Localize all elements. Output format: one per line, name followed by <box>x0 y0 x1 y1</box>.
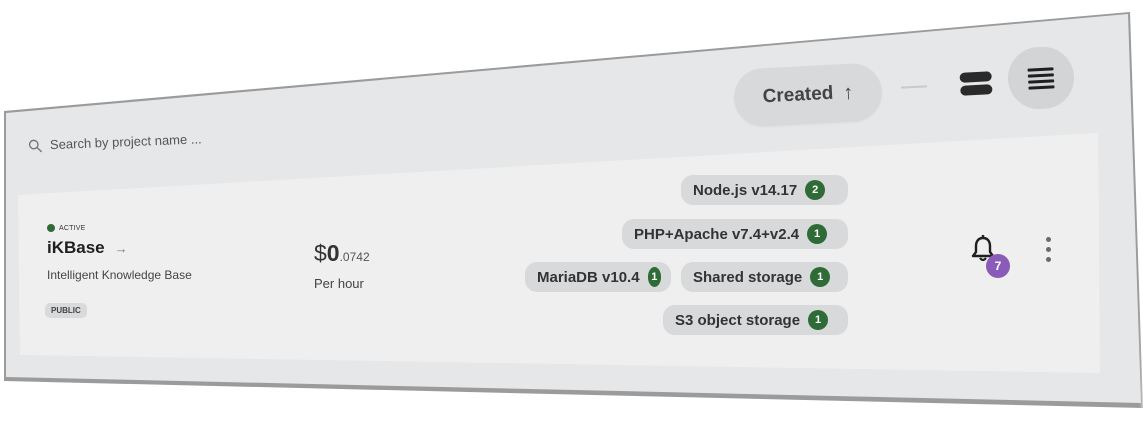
kebab-dot <box>1046 247 1051 252</box>
stack-chip-count: 1 <box>808 310 829 330</box>
status-badge: ACTIVE <box>47 224 85 232</box>
status-dot-icon <box>47 224 55 232</box>
stack-chip-shared-storage[interactable]: Shared storage 1 <box>681 262 848 292</box>
stack-chip-count: 1 <box>810 267 831 287</box>
arrow-right-icon: → <box>114 240 128 256</box>
list-view-icon <box>1027 67 1055 90</box>
compact-view-button[interactable] <box>957 67 995 99</box>
notifications-button[interactable] <box>968 234 998 264</box>
compact-view-icon <box>959 71 992 83</box>
price-fraction: .0742 <box>339 250 370 264</box>
stack-chip-label: MariaDB v10.4 <box>537 268 640 286</box>
search-icon <box>28 138 43 153</box>
stack-chip-mariadb[interactable]: MariaDB v10.4 1 <box>525 262 671 292</box>
project-name-link[interactable]: iKBase → <box>47 238 128 258</box>
stack-chip-nodejs[interactable]: Node.js v14.17 2 <box>681 175 848 205</box>
stack-chip-php-apache[interactable]: PHP+Apache v7.4+v2.4 1 <box>622 219 848 249</box>
price-unit: Per hour <box>314 276 364 291</box>
stack-chip-count: 2 <box>805 180 826 200</box>
notification-count-badge: 7 <box>986 254 1010 278</box>
project-description: Intelligent Knowledge Base <box>47 268 192 282</box>
kebab-icon <box>1046 237 1051 242</box>
arrow-up-icon: ↑ <box>842 81 854 104</box>
more-options-button[interactable] <box>1040 234 1058 266</box>
stack-chip-label: Shared storage <box>693 268 803 286</box>
stack-chip-s3-storage[interactable]: S3 object storage 1 <box>663 305 848 335</box>
search-bar <box>28 128 271 153</box>
project-price: $0.0742 <box>314 240 370 267</box>
stack-chip-label: Node.js v14.17 <box>693 181 798 199</box>
sort-button[interactable]: Created ↑ <box>732 62 884 128</box>
price-integer: 0 <box>326 240 340 266</box>
stack-chip-label: PHP+Apache v7.4+v2.4 <box>634 225 800 243</box>
price-currency: $ <box>314 240 327 266</box>
status-label: ACTIVE <box>59 224 86 232</box>
stack-chip-count: 1 <box>647 267 661 287</box>
list-view-button[interactable] <box>1006 45 1076 111</box>
bell-icon <box>971 235 995 262</box>
stack-chip-label: S3 object storage <box>675 311 801 329</box>
kebab-dot <box>1046 257 1051 262</box>
compact-view-icon-bar <box>960 84 993 96</box>
visibility-badge: PUBLIC <box>45 303 87 318</box>
project-name: iKBase <box>47 238 105 257</box>
sort-label: Created <box>762 82 834 108</box>
stack-chip-count: 1 <box>807 224 828 244</box>
